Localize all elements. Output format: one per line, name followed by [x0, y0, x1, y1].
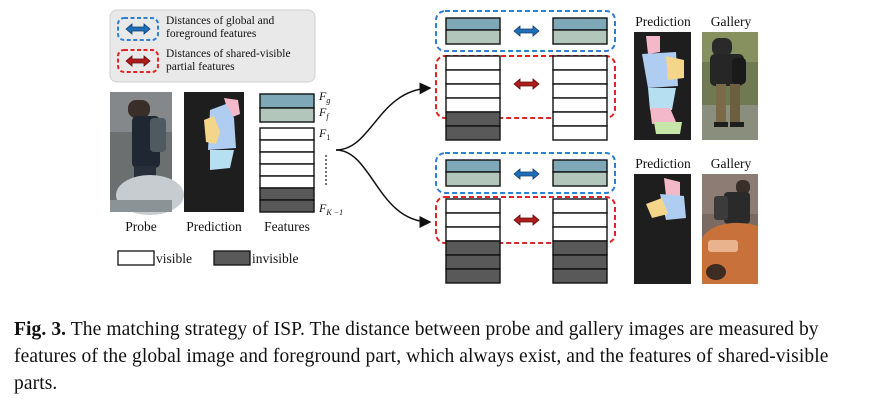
figure-caption: Fig. 3. The matching strategy of ISP. Th… [14, 316, 864, 397]
lower-blue-box [435, 152, 616, 194]
lower-red-box [435, 196, 616, 244]
red-double-arrow-icon [513, 214, 540, 226]
invisible-label: invisible [252, 251, 299, 266]
legend-blue-swatch [117, 17, 159, 41]
lower-gallery-image [702, 174, 758, 284]
probe-part-7 [259, 199, 315, 213]
upper-gallery-image [702, 32, 758, 140]
probe-features [259, 93, 315, 213]
visible-label: visible [156, 251, 192, 266]
visible-swatch [117, 250, 155, 266]
upper-gallery-prediction-mask [634, 32, 691, 140]
probe-part-5 [259, 175, 315, 189]
legend-red-swatch [117, 49, 159, 73]
lower-gallery-prediction-mask [634, 174, 691, 284]
legend-shared-visible-line2: partial features [166, 61, 235, 73]
probe-prediction-mask [184, 92, 244, 212]
blue-double-arrow-icon [513, 168, 540, 180]
label-F-f: Ff [318, 105, 330, 121]
probe-part-1 [259, 127, 315, 141]
upper-prediction-label: Prediction [635, 14, 691, 29]
branch-arrow-bottom [335, 149, 432, 228]
upper-red-box [435, 55, 616, 119]
probe-part-4 [259, 163, 315, 177]
probe-global-feature [259, 93, 315, 109]
blue-double-arrow-icon [125, 23, 151, 35]
probe-part-6 [259, 187, 315, 201]
isp-matching-diagram: Distances of global and foreground featu… [109, 9, 758, 284]
probe-image [110, 92, 184, 215]
label-F-1: F1 [318, 126, 330, 142]
legend-global-foreground-line1: Distances of global and [166, 15, 275, 27]
lower-gallery-label: Gallery [711, 156, 752, 171]
branch-arrow-top [335, 82, 432, 151]
caption-text: The matching strategy of ISP. The distan… [14, 319, 829, 394]
upper-matching [435, 10, 616, 141]
red-double-arrow-icon [513, 78, 540, 90]
legend-global-foreground-line2: foreground features [166, 28, 257, 40]
caption-label: Fig. 3. [14, 319, 67, 340]
features-label: Features [264, 219, 310, 234]
upper-blue-box [435, 10, 616, 52]
vertical-ellipsis [325, 155, 327, 185]
prediction-label: Prediction [186, 219, 242, 234]
blue-double-arrow-icon [513, 25, 540, 37]
red-double-arrow-icon [125, 55, 151, 67]
probe-foreground-feature [259, 107, 315, 123]
legend-shared-visible-line1: Distances of shared-visible [166, 48, 291, 60]
invisible-swatch [213, 250, 251, 266]
upper-gallery-label: Gallery [711, 14, 752, 29]
probe-label: Probe [125, 219, 157, 234]
probe-part-3 [259, 151, 315, 165]
label-F-g: Fg [318, 89, 330, 105]
probe-part-2 [259, 139, 315, 153]
legend: Distances of global and foreground featu… [109, 9, 316, 83]
lower-matching [435, 152, 616, 284]
lower-prediction-label: Prediction [635, 156, 691, 171]
label-F-K-1: FK −1 [318, 201, 343, 217]
